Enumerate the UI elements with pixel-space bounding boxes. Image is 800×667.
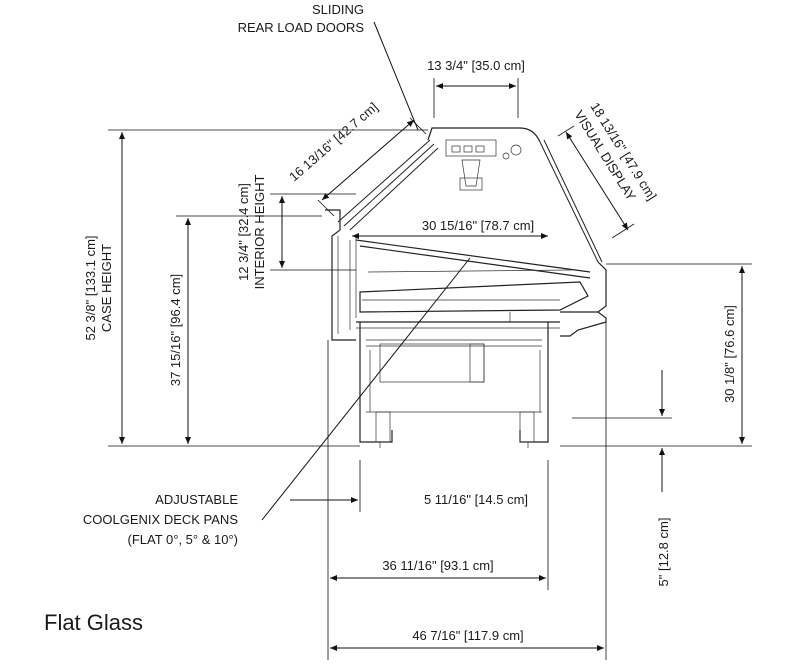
overall-depth-dimension: 46 7/16" [117.9 cm] — [412, 628, 523, 643]
toe-height-dimension: 5" [12.8 cm] — [656, 518, 671, 587]
deck-pans-callout-line3: (FLAT 0°, 5° & 10°) — [128, 532, 239, 547]
sliding-doors-callout-line1: SLIDING — [312, 2, 364, 17]
height-37-dimension: 37 15/16" [96.4 cm] — [168, 274, 183, 386]
case-height-value: 52 3/8" [133.1 cm] — [83, 235, 98, 340]
interior-height-label: INTERIOR HEIGHT — [252, 175, 267, 290]
deck-pans-callout-line2: COOLGENIX DECK PANS — [83, 512, 238, 527]
height-30-dimension: 30 1/8" [76.6 cm] — [722, 305, 737, 403]
page-title: Flat Glass — [44, 610, 143, 635]
interior-height-value: 12 3/4" [32.4 cm] — [236, 183, 251, 281]
glass-length-dimension: 16 13/16" [42.7 cm] — [286, 99, 381, 184]
sliding-doors-callout-line2: REAR LOAD DOORS — [238, 20, 365, 35]
deck-depth-dimension: 30 15/16" [78.7 cm] — [422, 218, 534, 233]
case-outline — [325, 127, 607, 448]
top-width-dimension: 13 3/4" [35.0 cm] — [427, 58, 525, 73]
callout-leaders — [261, 21, 471, 521]
base-depth-dimension: 36 11/16" [93.1 cm] — [382, 558, 493, 573]
case-height-label: CASE HEIGHT — [99, 244, 114, 332]
base-offset-dimension: 5 11/16" [14.5 cm] — [424, 492, 528, 507]
deck-pans-callout-line1: ADJUSTABLE — [155, 492, 238, 507]
dimension-lines — [108, 78, 752, 660]
